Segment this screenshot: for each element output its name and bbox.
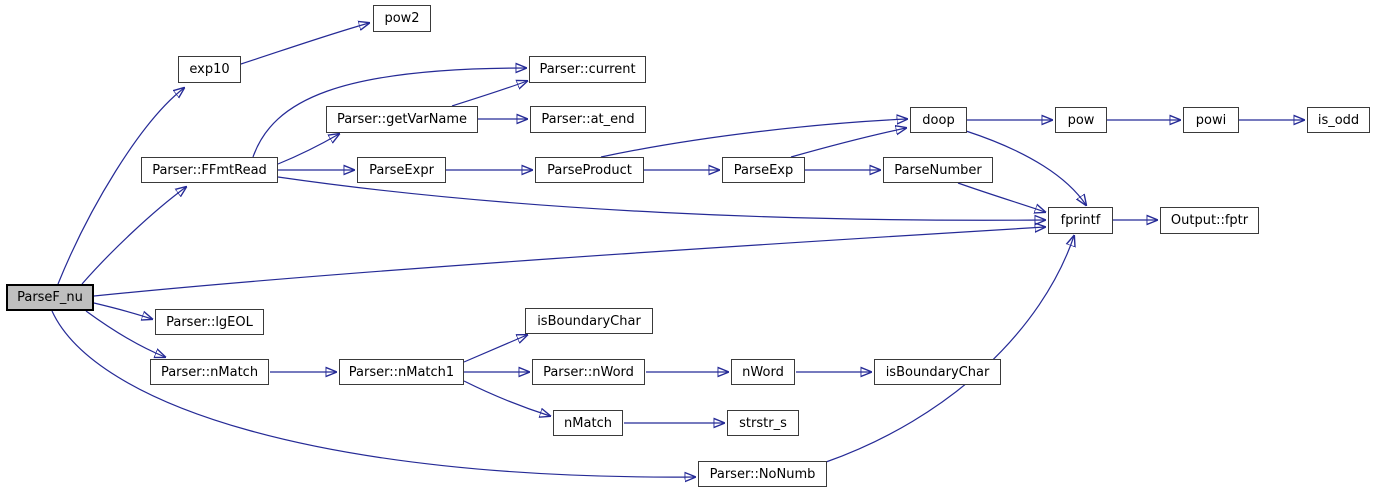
edge-ParseF_nu-exp10: [57, 88, 184, 285]
node-pow[interactable]: pow: [1055, 107, 1107, 133]
edge-Parser_NoNumb-fprintf: [825, 236, 1074, 463]
node-output-fptr[interactable]: Output::fptr: [1160, 207, 1259, 234]
edge-Parser_FFmtRead-fprintf: [277, 176, 1045, 220]
node-parser-ffmtread[interactable]: Parser::FFmtRead: [141, 157, 278, 183]
edge-Parser_FFmtRead-Parser_current: [252, 68, 526, 158]
edge-Parser_nMatch1-nMatch: [463, 380, 550, 416]
edge-ParseProduct-doop: [600, 119, 907, 158]
node-is-odd[interactable]: is_odd: [1307, 107, 1370, 133]
node-parser-nmatch[interactable]: Parser::nMatch: [150, 359, 269, 385]
node-parser-current[interactable]: Parser::current: [529, 56, 646, 83]
node-parseproduct[interactable]: ParseProduct: [535, 157, 644, 183]
edge-exp10-pow2: [240, 23, 369, 65]
edge-ParseF_nu-Parser_FFmtRead: [81, 187, 186, 285]
node-pow2[interactable]: pow2: [373, 5, 431, 32]
edge-ParseF_nu-fprintf: [93, 227, 1045, 297]
node-parser-getvarname[interactable]: Parser::getVarName: [326, 106, 478, 133]
edge-Parser_getVarName-Parser_current: [451, 81, 527, 107]
node-nmatch[interactable]: nMatch: [553, 410, 623, 436]
node-parser-lgeol[interactable]: Parser::lgEOL: [155, 309, 264, 335]
edge-ParseF_nu-Parser_nMatch: [85, 310, 165, 357]
node-parser-nmatch1[interactable]: Parser::nMatch1: [339, 359, 464, 385]
node-doop[interactable]: doop: [910, 107, 967, 133]
node-powi[interactable]: powi: [1183, 107, 1239, 133]
node-isboundarychar-2[interactable]: isBoundaryChar: [874, 359, 1001, 385]
node-parseexpr[interactable]: ParseExpr: [357, 157, 446, 183]
node-strstr-s[interactable]: strstr_s: [727, 410, 799, 436]
node-parseexp[interactable]: ParseExp: [722, 157, 805, 183]
node-parser-at-end[interactable]: Parser::at_end: [530, 106, 646, 133]
node-fprintf[interactable]: fprintf: [1048, 207, 1113, 234]
edge-Parser_FFmtRead-Parser_getVarName: [277, 134, 339, 165]
node-parser-nword[interactable]: Parser::nWord: [532, 359, 645, 385]
edge-ParseF_nu-Parser_lgEOL: [93, 302, 152, 319]
node-parser-nonumb[interactable]: Parser::NoNumb: [698, 461, 827, 487]
edge-ParseF_nu-Parser_NoNumb: [51, 310, 695, 477]
node-nword[interactable]: nWord: [731, 359, 795, 385]
node-exp10[interactable]: exp10: [178, 56, 241, 83]
edge-doop-fprintf: [965, 130, 1086, 205]
edge-ParseNumber-fprintf: [957, 182, 1045, 212]
edge-Parser_nMatch1-isBoundaryChar: [463, 335, 527, 363]
node-isboundarychar[interactable]: isBoundaryChar: [525, 308, 653, 334]
node-parsef-nu: ParseF_nu: [6, 284, 94, 311]
edge-ParseExp-doop: [790, 128, 906, 158]
node-parsenumber[interactable]: ParseNumber: [883, 157, 993, 183]
